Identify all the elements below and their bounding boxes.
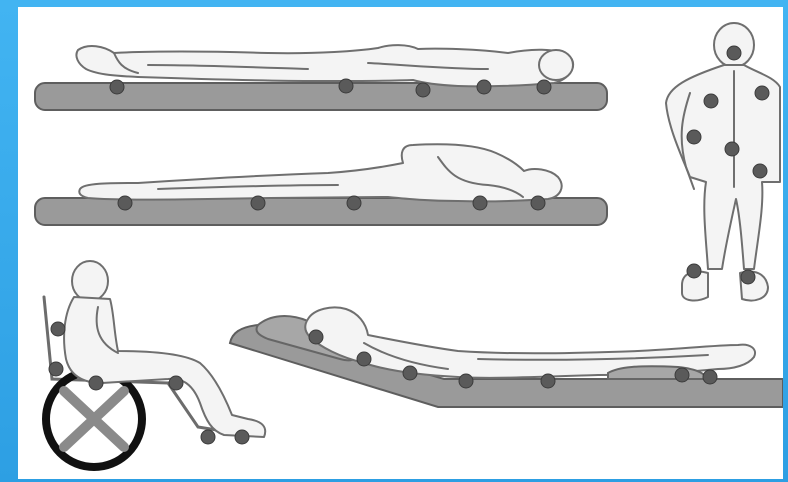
sitting-point-scapula (51, 322, 65, 336)
supine-point-elbow (416, 83, 430, 97)
sitting-point-knee (169, 376, 183, 390)
pressure-points-diagram (18, 7, 783, 479)
posterior-standing-view (666, 23, 780, 301)
fowler-point-heel (703, 370, 717, 384)
standing-point-heel-right (741, 270, 755, 284)
lateral-body (79, 144, 561, 201)
fowler-point-elbow (403, 366, 417, 380)
supine-view (35, 45, 607, 110)
semi-fowler-view (230, 307, 783, 407)
standing-point-elbow (687, 130, 701, 144)
standing-point-occiput (727, 46, 741, 60)
supine-point-heel (110, 80, 124, 94)
lateral-point-ear (531, 196, 545, 210)
lateral-view (35, 144, 607, 225)
sitting-head (72, 261, 108, 301)
supine-point-sacrum (339, 79, 353, 93)
lateral-point-trochanter (347, 196, 361, 210)
sitting-point-sacrum (49, 362, 63, 376)
standing-point-hip (753, 164, 767, 178)
fowler-knee-support (608, 366, 705, 379)
standing-point-heel-left (687, 264, 701, 278)
sitting-wheelchair-view (44, 261, 265, 467)
sitting-point-foot (235, 430, 249, 444)
lateral-point-shoulder (473, 196, 487, 210)
lateral-point-malleolus (118, 196, 132, 210)
standing-point-scapula-left (704, 94, 718, 108)
sitting-point-heel (201, 430, 215, 444)
fowler-point-occiput (309, 330, 323, 344)
diagram-panel (18, 7, 783, 479)
fowler-point-sacrum (459, 374, 473, 388)
supine-head (539, 50, 573, 80)
standing-point-scapula-right (755, 86, 769, 100)
fowler-point-thigh (541, 374, 555, 388)
standing-point-sacrum (725, 142, 739, 156)
fowler-point-calf (675, 368, 689, 382)
lateral-point-knee (251, 196, 265, 210)
sitting-point-ischium (89, 376, 103, 390)
supine-point-scapula (477, 80, 491, 94)
supine-point-occiput (537, 80, 551, 94)
wheelchair-spokes (64, 391, 124, 447)
fowler-point-scapula (357, 352, 371, 366)
